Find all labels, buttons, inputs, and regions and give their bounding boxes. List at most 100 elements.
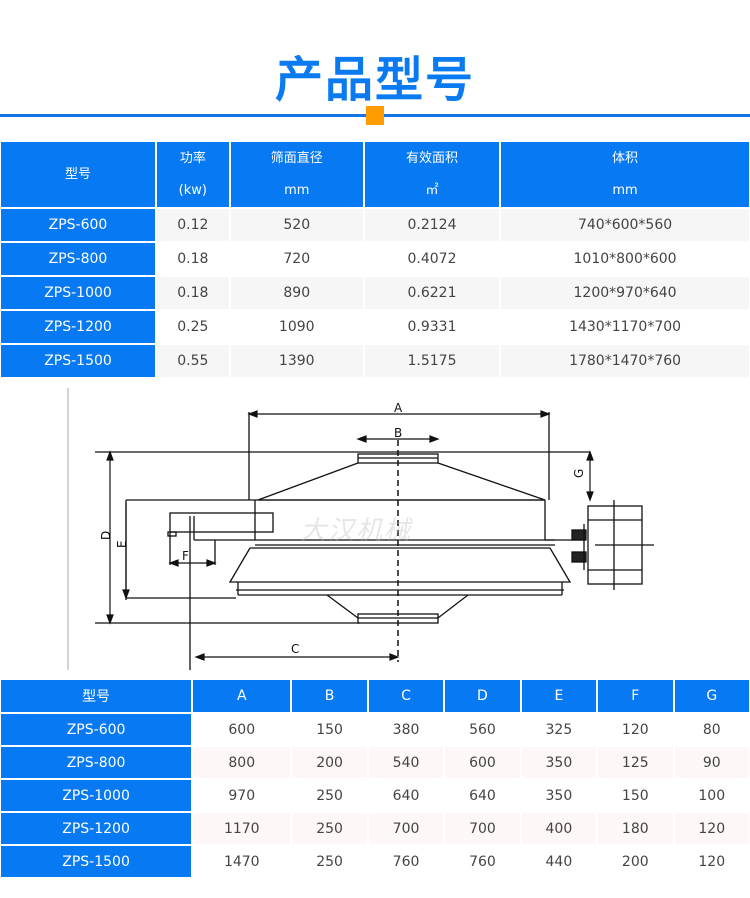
model-cell: ZPS-1000	[1, 780, 192, 811]
col-header-d: D	[445, 680, 520, 712]
table-row: ZPS-800 800 200 540 600 350 125 90	[1, 747, 749, 778]
volume-cell: 1430*1170*700	[501, 311, 749, 343]
cell-a: 800	[193, 747, 291, 778]
col-header-model: 型号	[1, 142, 155, 207]
model-cell: ZPS-600	[1, 209, 155, 241]
table-row: ZPS-1500 0.55 1390 1.5175 1780*1470*760	[1, 345, 749, 377]
model-cell: ZPS-600	[1, 714, 192, 745]
diameter-cell: 520	[230, 209, 363, 241]
col-header-model: 型号	[1, 680, 192, 712]
volume-cell: 1200*970*640	[501, 277, 749, 309]
volume-cell: 1010*800*600	[501, 243, 749, 275]
dim-label-a: A	[394, 401, 403, 415]
power-cell: 0.18	[157, 243, 229, 275]
cell-c: 700	[368, 813, 444, 844]
model-cell: ZPS-1000	[1, 277, 155, 309]
dim-label-c: C	[291, 642, 299, 656]
cell-f: 120	[598, 714, 673, 745]
area-cell: 0.2124	[364, 209, 500, 241]
diameter-cell: 890	[230, 277, 363, 309]
table-row: ZPS-600 0.12 520 0.2124 740*600*560	[1, 209, 749, 241]
dimension-diagram: A B C D E F G	[67, 388, 654, 670]
col-header-c: C	[368, 680, 444, 712]
dim-label-b: B	[394, 426, 402, 440]
cell-d: 560	[445, 714, 520, 745]
dim-label-f: F	[182, 549, 189, 563]
cell-g: 120	[674, 813, 749, 844]
cell-a: 1470	[193, 846, 291, 877]
col-header-f: F	[598, 680, 673, 712]
cell-d: 700	[445, 813, 520, 844]
cell-a: 970	[193, 780, 291, 811]
col-header-a: A	[193, 680, 291, 712]
cell-a: 600	[193, 714, 291, 745]
dimension-table: 型号 A B C D E F G ZPS-600 600 150 380 560…	[0, 678, 750, 879]
table-row: ZPS-1000 0.18 890 0.6221 1200*970*640	[1, 277, 749, 309]
cell-b: 250	[292, 846, 367, 877]
cell-f: 180	[598, 813, 673, 844]
table-row: ZPS-1000 970 250 640 640 350 150 100	[1, 780, 749, 811]
cell-g: 80	[674, 714, 749, 745]
table-row: ZPS-1200 0.25 1090 0.9331 1430*1170*700	[1, 311, 749, 343]
area-cell: 0.9331	[364, 311, 500, 343]
cell-f: 200	[598, 846, 673, 877]
power-cell: 0.18	[157, 277, 229, 309]
power-cell: 0.25	[157, 311, 229, 343]
diameter-cell: 720	[230, 243, 363, 275]
cell-b: 250	[292, 780, 367, 811]
cell-c: 540	[368, 747, 444, 778]
area-cell: 0.4072	[364, 243, 500, 275]
col-header-power: 功率(kw)	[157, 142, 229, 207]
page-title: 产品型号	[274, 52, 475, 108]
cell-d: 640	[445, 780, 520, 811]
cell-g: 120	[674, 846, 749, 877]
power-cell: 0.12	[157, 209, 229, 241]
table-row: ZPS-600 600 150 380 560 325 120 80	[1, 714, 749, 745]
area-cell: 1.5175	[364, 345, 500, 377]
cell-e: 440	[521, 846, 597, 877]
cell-f: 150	[598, 780, 673, 811]
title-accent-marker	[366, 106, 384, 125]
dim-label-e: E	[115, 540, 129, 548]
cell-b: 250	[292, 813, 367, 844]
col-header-b: B	[292, 680, 367, 712]
table-row: ZPS-1200 1170 250 700 700 400 180 120	[1, 813, 749, 844]
dim-label-d: D	[99, 531, 113, 540]
table-row: ZPS-1500 1470 250 760 760 440 200 120	[1, 846, 749, 877]
power-cell: 0.55	[157, 345, 229, 377]
cell-c: 760	[368, 846, 444, 877]
cell-c: 640	[368, 780, 444, 811]
cell-e: 325	[521, 714, 597, 745]
model-cell: ZPS-1200	[1, 311, 155, 343]
cell-e: 350	[521, 780, 597, 811]
diameter-cell: 1090	[230, 311, 363, 343]
model-cell: ZPS-1200	[1, 813, 192, 844]
cell-g: 90	[674, 747, 749, 778]
volume-cell: 740*600*560	[501, 209, 749, 241]
col-header-g: G	[674, 680, 749, 712]
area-cell: 0.6221	[364, 277, 500, 309]
cell-b: 150	[292, 714, 367, 745]
cell-a: 1170	[193, 813, 291, 844]
model-cell: ZPS-1500	[1, 345, 155, 377]
cell-e: 400	[521, 813, 597, 844]
model-cell: ZPS-1500	[1, 846, 192, 877]
cell-g: 100	[674, 780, 749, 811]
table-row: ZPS-800 0.18 720 0.4072 1010*800*600	[1, 243, 749, 275]
volume-cell: 1780*1470*760	[501, 345, 749, 377]
cell-d: 760	[445, 846, 520, 877]
dimension-table-header: 型号 A B C D E F G	[1, 680, 749, 712]
model-cell: ZPS-800	[1, 747, 192, 778]
cell-c: 380	[368, 714, 444, 745]
section-header: 产品型号	[0, 0, 750, 140]
cell-f: 125	[598, 747, 673, 778]
col-header-e: E	[521, 680, 597, 712]
dim-label-g: G	[572, 469, 586, 478]
cell-e: 350	[521, 747, 597, 778]
cell-b: 200	[292, 747, 367, 778]
